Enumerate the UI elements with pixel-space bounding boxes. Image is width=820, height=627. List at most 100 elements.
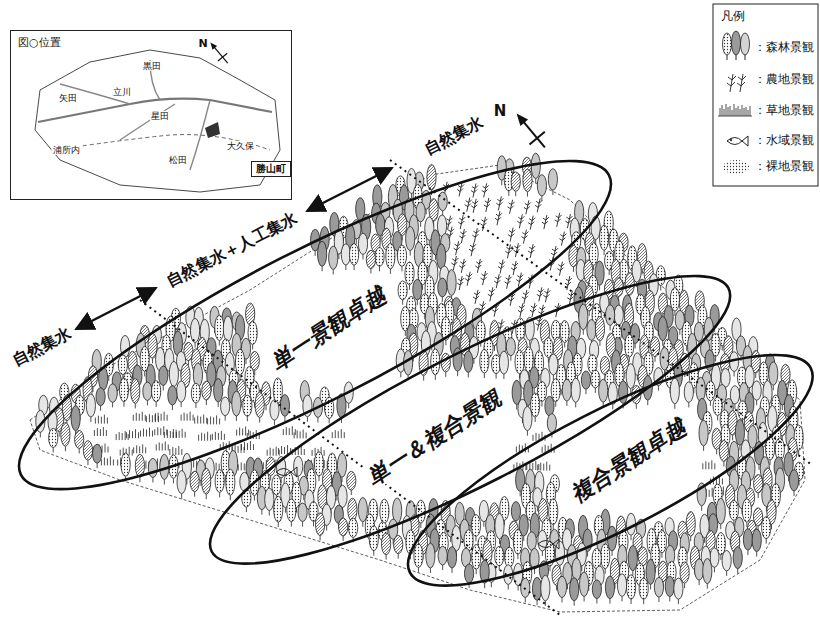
tree-trunk — [230, 495, 231, 500]
tree-trunk — [758, 493, 759, 498]
forest-tree — [318, 241, 327, 271]
tree-canopy — [49, 428, 58, 447]
grass-tuft — [173, 429, 185, 438]
tree-trunk — [173, 478, 174, 483]
grass-tuft — [94, 427, 106, 436]
tree-trunk — [510, 356, 511, 361]
crop-plant — [451, 256, 458, 270]
tree-trunk — [473, 359, 474, 364]
tree-trunk — [172, 405, 173, 410]
tree-trunk — [612, 551, 613, 556]
grass-tuft — [116, 431, 128, 440]
tree-trunk — [710, 401, 711, 406]
grass-tuft — [538, 462, 550, 471]
tree-trunk — [679, 330, 680, 335]
farmland-icon — [727, 74, 746, 92]
tree-canopy — [599, 379, 608, 402]
tree-canopy — [375, 247, 384, 266]
tree-trunk — [379, 266, 380, 271]
tree-canopy — [202, 381, 211, 400]
forest-tree — [298, 503, 307, 526]
grass-tuft — [332, 429, 344, 438]
tree-trunk — [442, 565, 443, 570]
tree-canopy — [380, 499, 389, 523]
tree-canopy — [83, 441, 92, 460]
tree-trunk — [450, 537, 451, 542]
tree-trunk — [326, 526, 327, 531]
tree-canopy — [601, 544, 610, 569]
tree-trunk — [373, 551, 374, 556]
tree-trunk — [333, 269, 334, 274]
forest-tree — [523, 169, 532, 196]
tree-canopy — [315, 513, 324, 536]
tree-canopy — [729, 500, 738, 520]
tree-trunk — [317, 417, 318, 422]
forest-tree — [287, 499, 296, 527]
tree-canopy — [562, 379, 571, 401]
tree-canopy — [414, 544, 423, 567]
tree-canopy — [754, 475, 763, 493]
forest-tree — [438, 546, 447, 570]
water-icon — [727, 136, 748, 146]
tree-canopy — [438, 546, 447, 565]
tree-canopy — [549, 499, 558, 525]
crop-plant — [459, 229, 466, 243]
legend-box — [713, 4, 818, 186]
tree-canopy — [143, 382, 152, 400]
tree-canopy — [658, 317, 667, 341]
crop-plant — [471, 184, 478, 198]
tree-canopy — [531, 153, 540, 178]
tree-trunk — [699, 580, 700, 585]
tree-trunk — [291, 522, 292, 527]
tree-trunk — [527, 431, 528, 436]
tree-trunk — [298, 476, 299, 481]
tree-trunk — [788, 476, 789, 481]
tree-canopy — [329, 246, 338, 269]
tree-trunk — [269, 511, 270, 516]
tree-trunk — [435, 375, 436, 380]
forest-tree — [169, 455, 178, 483]
forest-tree — [447, 270, 456, 301]
tree-trunk — [647, 400, 648, 405]
tree-trunk — [553, 525, 554, 530]
crop-plant — [511, 261, 518, 275]
tree-canopy — [366, 250, 375, 268]
forest-tree — [49, 428, 58, 452]
forest-tree — [398, 281, 407, 305]
tree-trunk — [703, 446, 704, 451]
tree-canopy — [511, 502, 520, 521]
tree-canopy — [733, 547, 742, 569]
tree-canopy — [427, 164, 436, 190]
tree-trunk — [65, 446, 66, 451]
crop-plant — [473, 290, 480, 304]
tree-canopy — [71, 406, 80, 431]
tree-canopy — [118, 355, 127, 375]
tree-trunk — [261, 510, 262, 515]
tree-canopy — [752, 529, 761, 552]
tree-canopy — [495, 514, 504, 539]
crop-plant — [495, 211, 502, 225]
tree-trunk — [302, 521, 303, 526]
tree-trunk — [715, 390, 716, 395]
tree-canopy — [426, 543, 435, 568]
tree-canopy — [235, 349, 244, 375]
crop-plant — [454, 241, 461, 255]
tree-canopy — [93, 444, 102, 463]
tree-canopy — [471, 515, 480, 537]
grass-tuft — [241, 441, 253, 450]
tree-trunk — [726, 571, 727, 576]
tree-trunk — [642, 269, 643, 274]
tree-trunk — [315, 251, 316, 256]
forest-tree — [96, 388, 105, 411]
tree-trunk — [135, 403, 136, 408]
tree-trunk — [219, 492, 220, 497]
tree-trunk — [599, 341, 600, 346]
tree-trunk — [79, 448, 80, 453]
tree-canopy — [215, 315, 224, 340]
forest-tree — [108, 384, 117, 408]
grass-tuft — [134, 444, 146, 453]
tree-trunk — [303, 495, 304, 500]
tree-trunk — [484, 373, 485, 378]
forest-tree — [447, 547, 456, 573]
forest-tree — [762, 517, 771, 544]
